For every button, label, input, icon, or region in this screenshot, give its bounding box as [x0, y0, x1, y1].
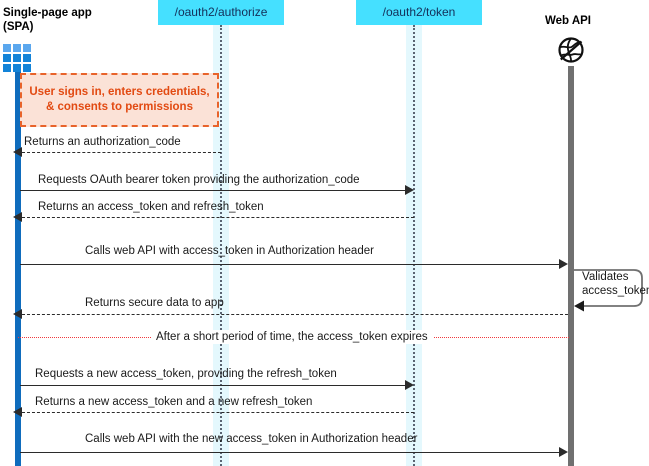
message-label-7: Returns a new access_token and a new ref…: [35, 396, 313, 408]
message-label-8: Calls web API with the new access_token …: [85, 433, 418, 445]
self-message-loop-validates: [572, 269, 643, 312]
message-line-5: [22, 314, 568, 315]
lifeline-token: [413, 25, 415, 466]
app-grid-icon: [3, 44, 31, 72]
message-line-2: [20, 190, 405, 191]
message-label-6: Requests a new access_token, providing t…: [35, 368, 337, 380]
message-line-7: [22, 412, 414, 413]
message-arrowhead-2: [405, 185, 414, 195]
message-arrowhead-6: [405, 380, 414, 390]
lifeline-spa: [15, 72, 21, 466]
message-arrowhead-1: [13, 147, 22, 157]
divider-label-token-expires: After a short period of time, the access…: [151, 330, 433, 344]
message-label-1: Returns an authorization_code: [24, 136, 181, 148]
message-arrowhead-7: [13, 407, 22, 417]
participant-title-spa: Single-page app (SPA): [3, 7, 92, 33]
participant-box-authorize[interactable]: /oauth2/authorize: [158, 0, 284, 25]
message-arrowhead-4: [559, 259, 568, 269]
message-arrowhead-3: [13, 212, 22, 222]
message-line-4: [20, 264, 559, 265]
message-line-8: [20, 452, 559, 453]
note-user-signin: User signs in, enters credentials, & con…: [20, 73, 219, 127]
message-label-5: Returns secure data to app: [85, 297, 224, 309]
lifeline-authorize: [220, 25, 222, 466]
self-message-label: Validates access_token: [582, 271, 649, 297]
message-line-1: [22, 152, 221, 153]
message-line-3: [22, 217, 414, 218]
lifeline-webapi: [568, 66, 574, 466]
message-label-2: Requests OAuth bearer token providing th…: [38, 174, 360, 186]
message-label-4: Calls web API with access_token in Autho…: [85, 245, 374, 257]
message-arrowhead-8: [559, 447, 568, 457]
message-label-3: Returns an access_token and refresh_toke…: [38, 201, 264, 213]
participant-box-token[interactable]: /oauth2/token: [356, 0, 482, 25]
message-line-6: [20, 385, 405, 386]
message-arrowhead-5: [13, 309, 22, 319]
participant-title-webapi: Web API: [545, 15, 592, 27]
globe-icon: [557, 36, 585, 69]
